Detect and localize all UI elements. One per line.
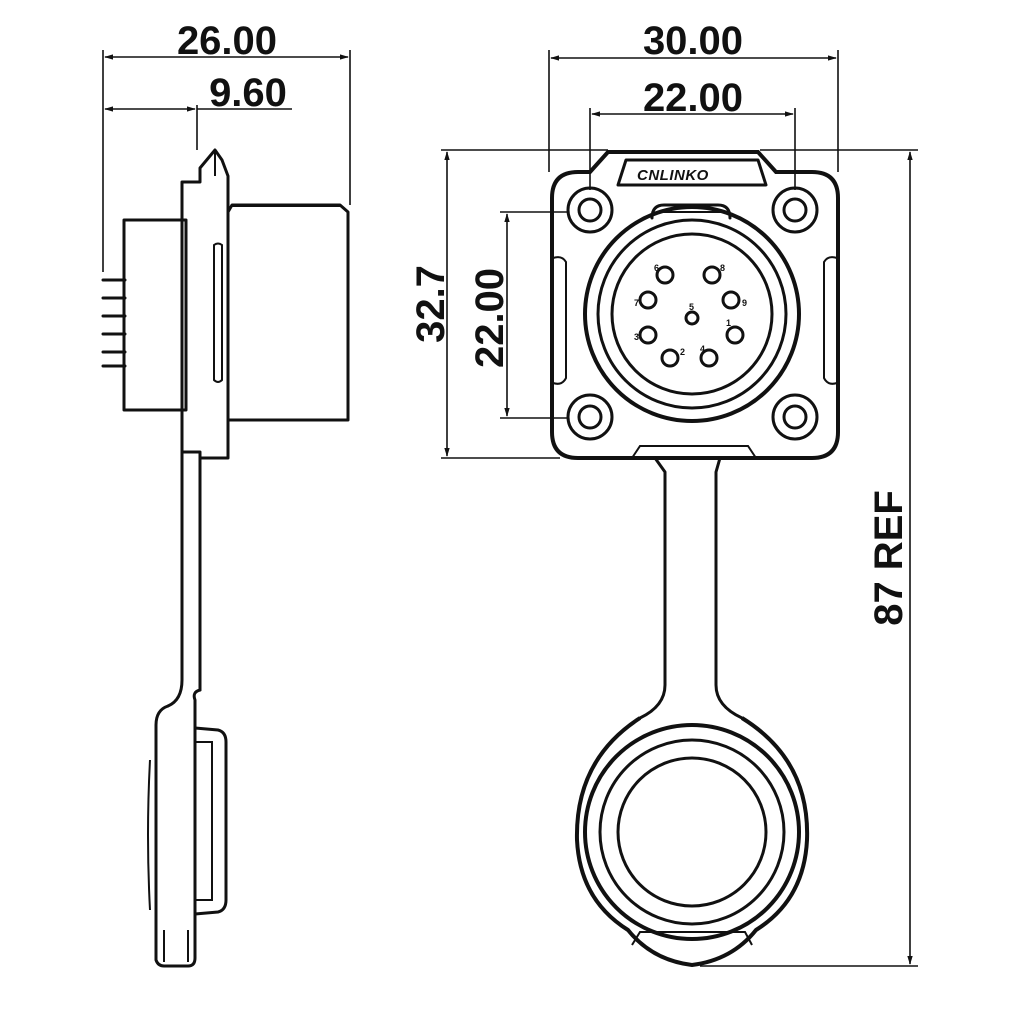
pin xyxy=(684,310,700,326)
front-strap xyxy=(638,456,744,720)
pin-label: 1 xyxy=(726,318,731,328)
dim-hole-spacing-v: 22.00 xyxy=(468,211,568,419)
side-flange xyxy=(180,148,230,460)
dim-label: 26.00 xyxy=(177,19,277,63)
side-cap xyxy=(154,688,202,968)
side-strap xyxy=(166,450,202,708)
pin xyxy=(702,265,722,285)
side-pins xyxy=(101,278,127,368)
dim-label: 22.00 xyxy=(468,268,512,368)
mounting-hole-br xyxy=(771,393,819,441)
pin xyxy=(725,325,745,345)
dim-side-offset: 9.60 xyxy=(104,71,292,150)
front-view: CNLINKO xyxy=(550,150,840,968)
pin-label: 4 xyxy=(700,344,705,354)
dim-label: 30.00 xyxy=(643,19,743,63)
socket-outer-ring xyxy=(583,205,801,423)
pin xyxy=(660,348,680,368)
pin xyxy=(638,290,658,310)
dim-label: 32.7 xyxy=(409,265,453,343)
logo-text: CNLINKO xyxy=(637,167,709,184)
front-flange xyxy=(550,150,840,460)
dim-side-width: 26.00 xyxy=(102,19,351,272)
pin-labels: 6 8 7 9 3 1 2 4 5 xyxy=(634,263,747,357)
dust-cap xyxy=(574,716,810,968)
dimensions: 26.00 9.60 30.00 22.00 32.7 xyxy=(102,19,918,967)
pin-label: 7 xyxy=(634,298,639,308)
dim-front-width: 30.00 xyxy=(548,19,839,172)
socket-latch xyxy=(650,203,732,220)
socket-pins xyxy=(638,265,745,368)
pin-label: 2 xyxy=(680,347,685,357)
pin xyxy=(699,348,719,368)
cap-inner-ring xyxy=(616,756,768,908)
side-view xyxy=(101,148,350,968)
pin-label: 3 xyxy=(634,332,639,342)
dim-overall-length: 87 REF xyxy=(700,149,918,967)
pin-label: 8 xyxy=(720,263,725,273)
dim-label: 87 REF xyxy=(867,490,911,626)
mounting-hole-tl xyxy=(566,186,614,234)
pin-label: 9 xyxy=(742,298,747,308)
pin-label: 6 xyxy=(654,263,659,273)
mounting-hole-bl xyxy=(566,393,614,441)
mounting-hole-tr xyxy=(771,186,819,234)
dim-hole-spacing-h: 22.00 xyxy=(589,76,796,190)
pin xyxy=(721,290,741,310)
pin-label: 5 xyxy=(689,302,694,312)
pin xyxy=(655,265,675,285)
dim-front-height: 32.7 xyxy=(409,149,608,459)
cap-outer-ring xyxy=(583,723,801,941)
side-front-housing xyxy=(226,203,350,422)
socket-insert xyxy=(610,232,774,396)
pin xyxy=(638,325,658,345)
side-rear-body xyxy=(122,218,188,412)
dim-label: 9.60 xyxy=(209,71,287,115)
dim-label: 22.00 xyxy=(643,76,743,120)
logo-plate xyxy=(616,158,768,187)
